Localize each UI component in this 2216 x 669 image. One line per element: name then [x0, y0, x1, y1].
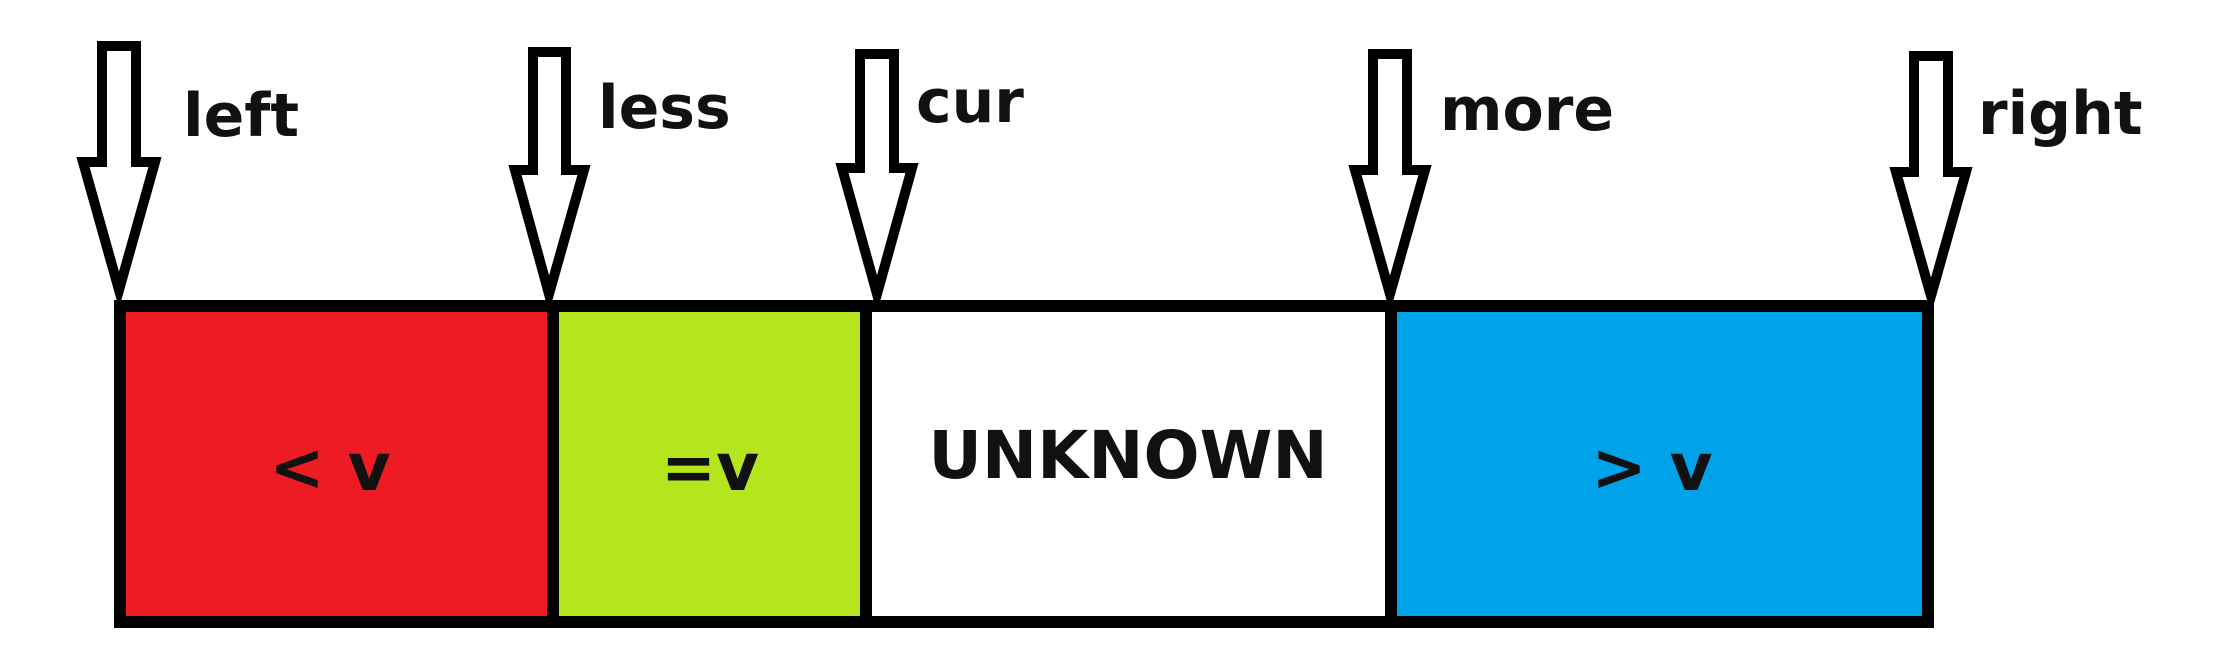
more-arrow-icon: [1348, 49, 1432, 313]
left-arrow-icon: [76, 41, 162, 309]
pointer-label-right: right: [1978, 79, 2143, 149]
less-arrow-icon: [508, 47, 591, 313]
segment-unknown-label: UNKNOWN: [928, 417, 1327, 494]
right-arrow-icon: [1889, 51, 1973, 315]
pointer-label-less: less: [598, 73, 731, 143]
pointer-label-more: more: [1440, 75, 1614, 145]
segment-unknown: [860, 300, 1397, 628]
segment-equal: [547, 300, 872, 628]
cur-arrow-icon: [835, 49, 919, 313]
pointer-label-cur: cur: [916, 67, 1024, 137]
segment-greater-than: [1385, 300, 1934, 628]
segment-less-than-label: < v: [269, 429, 390, 506]
pointer-label-left: left: [183, 81, 299, 151]
segment-equal-label: =v: [661, 429, 759, 506]
segment-greater-than-label: > v: [1591, 429, 1712, 506]
segment-less-than: [114, 300, 559, 628]
